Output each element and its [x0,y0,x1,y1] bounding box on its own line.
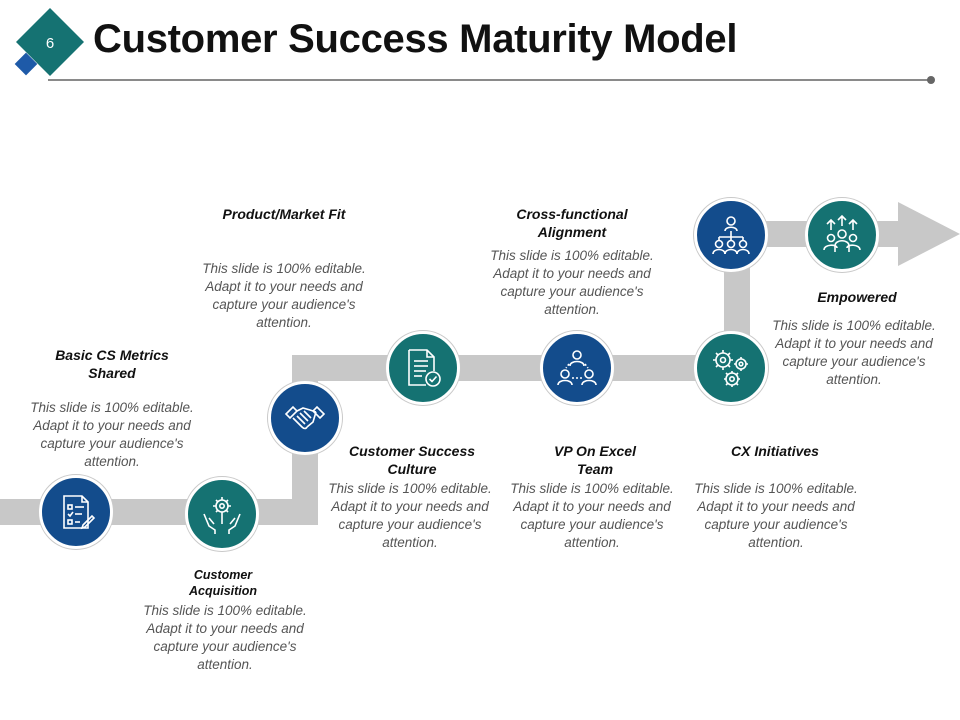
stage-title-product-market-fit: Product/Market Fit [222,206,346,222]
path-arrowhead-icon [898,202,960,266]
stage-title-customer-acquisition: Customer Acquisition [188,568,258,598]
stage-desc-cross-functional-alignment: This slide is 100% editable. Adapt it to… [490,248,654,317]
diamond-badge-icon [14,8,84,76]
stage-title-cx-initiatives: CX Initiatives [731,443,819,459]
checklist-icon [63,495,96,530]
hands-gear-icon [203,497,241,534]
stage-title-empowered: Empowered [817,289,897,305]
stage-node-org-hierarchy [694,198,768,272]
stage-node-empowered [805,198,879,272]
stage-node-basic-cs-metrics [39,475,113,549]
stage-node-product-market-fit [268,381,342,455]
team-network-icon [557,350,597,386]
title-divider-dot [927,76,935,84]
stage-desc-customer-acquisition: This slide is 100% editable. Adapt it to… [143,603,307,672]
stage-title-basic-cs-metrics: Basic CS Metrics Shared [55,347,169,381]
title-divider [48,79,930,81]
handshake-icon [284,405,326,430]
org-hierarchy-icon [712,216,750,255]
slide-number: 6 [45,35,55,52]
gears-icon [713,350,748,387]
people-growth-icon [823,214,861,252]
stage-desc-vp-on-excel-team: This slide is 100% editable. Adapt it to… [510,481,674,550]
stage-title-cross-functional-alignment: Cross-functional Alignment [516,206,628,240]
stage-node-customer-acquisition [185,477,259,551]
document-check-icon [408,349,441,387]
page-title: Customer Success Maturity Model [93,17,738,61]
stage-desc-basic-cs-metrics: This slide is 100% editable. Adapt it to… [30,400,194,469]
stage-node-customer-success-culture [386,331,460,405]
slide-number-badge: 6 [10,8,90,80]
stage-desc-cx-initiatives: This slide is 100% editable. Adapt it to… [694,481,858,550]
stage-title-customer-success-culture: Customer Success Culture [348,443,476,477]
stage-node-vp-on-excel-team [540,331,614,405]
stage-desc-product-market-fit: This slide is 100% editable. Adapt it to… [202,261,366,330]
stage-title-vp-on-excel-team: VP On Excel Team [554,443,636,477]
stage-desc-empowered: This slide is 100% editable. Adapt it to… [772,318,936,387]
stage-desc-customer-success-culture: This slide is 100% editable. Adapt it to… [328,481,492,550]
stage-node-cx-initiatives [694,331,768,405]
